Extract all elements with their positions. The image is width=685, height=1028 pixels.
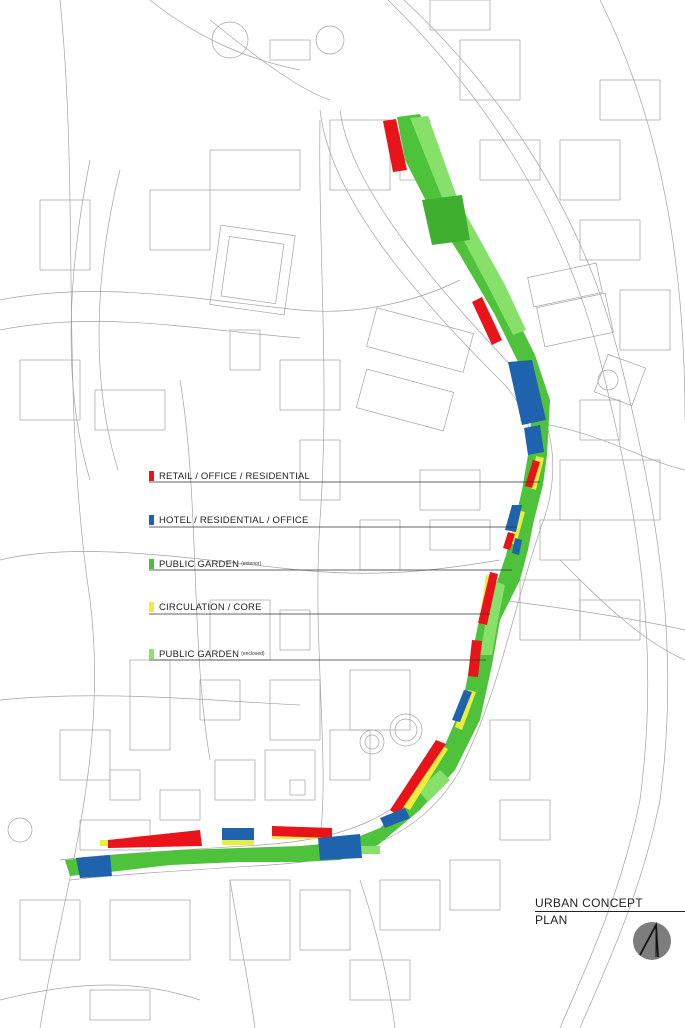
retail-block-8 [108, 830, 202, 848]
retail-block-7 [390, 740, 446, 815]
legend-item-garden-enclosed: PUBLIC GARDEN (enclosed) [149, 647, 265, 661]
retail-block-1 [383, 119, 407, 172]
hotel-block-6 [380, 808, 410, 828]
hotel-block-2 [524, 425, 544, 455]
legend-item-hotel: HOTEL / RESIDENTIAL / OFFICE [149, 513, 309, 527]
garden-enclosed-lower [418, 770, 450, 802]
legend-swatch-retail [149, 471, 154, 481]
legend-swatch-garden-exterior [149, 559, 154, 569]
hotel-block-5 [452, 690, 472, 722]
legend-label-retail: RETAIL / OFFICE / RESIDENTIAL [159, 470, 310, 482]
circulation-strip-5 [402, 745, 448, 810]
garden-exterior-upper [65, 114, 550, 876]
retail-block-5 [478, 572, 498, 625]
plan-title-rule [535, 911, 685, 912]
legend-leaders [149, 481, 540, 661]
legend-label-circulation: CIRCULATION / CORE [159, 601, 262, 613]
hotel-block-7 [222, 828, 254, 840]
retail-block-4 [503, 532, 515, 550]
legend-swatch-hotel [149, 515, 154, 525]
hotel-block-8 [318, 834, 362, 860]
retail-block-3 [525, 460, 540, 488]
hotel-block-4 [512, 538, 522, 555]
legend-note-garden-enclosed: (enclosed) [241, 651, 265, 657]
legend-label-garden-exterior: PUBLIC GARDEN [159, 558, 240, 570]
hotel-block-1 [508, 360, 546, 425]
retail-block-9 [272, 826, 332, 838]
legend-label-hotel: HOTEL / RESIDENTIAL / OFFICE [159, 514, 309, 526]
legend-label-garden-enclosed: PUBLIC GARDEN [159, 648, 240, 660]
development-corridor [65, 114, 550, 878]
legend-swatch-garden-enclosed [149, 649, 154, 659]
legend-item-circulation: CIRCULATION / CORE [149, 600, 262, 614]
garden-enclosed-middle [480, 580, 505, 655]
hotel-block-3 [505, 505, 522, 532]
circulation-strip-7 [222, 840, 254, 845]
hotel-block-9 [76, 855, 112, 878]
retail-block-6 [468, 640, 482, 677]
legend-item-retail: RETAIL / OFFICE / RESIDENTIAL [149, 469, 310, 483]
retail-block-2 [472, 297, 502, 345]
garden-enclosed-upper [410, 116, 526, 335]
legend-item-garden-exterior: PUBLIC GARDEN (exterior) [149, 557, 261, 571]
legend-note-garden-exterior: (exterior) [241, 561, 262, 567]
legend-swatch-circulation [149, 602, 154, 612]
north-arrow-icon [633, 921, 671, 960]
plan-title-line2: PLAN [535, 913, 568, 927]
garden-exterior-block [422, 195, 470, 245]
plan-title-line1: URBAN CONCEPT [535, 896, 643, 910]
plan-title-block: URBAN CONCEPT PLAN [535, 896, 685, 927]
